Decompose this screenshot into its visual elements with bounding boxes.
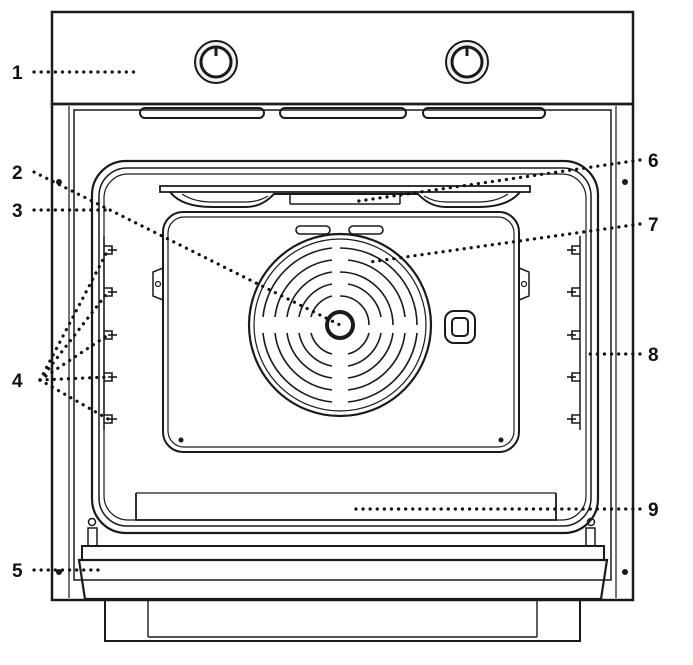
callout-2: 2 [12,163,23,184]
grill-coil-inner [181,193,269,203]
rear-panel-frame [162,211,520,453]
leader-line-4e [38,378,110,421]
leader-line-7 [368,222,642,264]
callout-8: 8 [648,345,659,366]
door-hinge-left [87,527,98,547]
rear-panel-tab-left [152,267,164,301]
knob-right [445,40,489,84]
fan-grille [262,247,418,403]
control-panel [50,10,635,106]
leader-lines [32,70,642,572]
door-top-strip [81,545,605,561]
oven-inner-frame [73,109,612,581]
leader-line-6 [350,158,642,204]
leader-line-4d [38,375,110,382]
shelf-supports-right [567,236,581,430]
rear-panel [152,211,530,453]
hinge-pin [87,517,97,527]
bottom-heating-element [135,492,557,521]
panel-screw [178,437,184,443]
leader-line-2 [32,170,342,327]
rack-hooks-left [104,245,117,424]
door-frame [77,558,609,601]
screw [622,569,628,575]
tab-hole [154,280,162,288]
panel-screw [498,437,504,443]
bottom-plate [135,493,557,521]
vent-slot [422,107,546,119]
fan-guard [247,232,433,418]
leader-line-4a [38,248,110,382]
oven-door [77,517,609,642]
callout-6: 6 [648,151,659,172]
callout-7: 7 [648,215,659,236]
rear-panel-inner [167,216,515,448]
air-slot [295,225,331,235]
callout-4: 4 [12,371,23,392]
fan-guard-ring [253,238,427,412]
knob-left [194,40,238,84]
grill-coil [169,191,521,208]
leader-line-4b [38,290,110,382]
control-panel-frame [50,10,635,106]
grill-heating-element [159,185,531,208]
screw [622,179,628,185]
vent-slot [139,107,265,119]
rack-hooks-right [567,245,580,424]
screw [56,569,62,575]
callout-3: 3 [12,201,23,222]
grill-coil-inner [423,193,509,203]
shelf-supports-left [103,236,117,430]
callout-1: 1 [12,63,23,84]
vent-slot [279,107,407,119]
screw [56,179,62,185]
tab-hole [520,280,528,288]
callout-9: 9 [648,500,659,521]
callout-numbers: 1 2 3 4 5 6 7 8 9 [12,63,659,582]
leader-line-4c [38,333,110,382]
callout-5: 5 [12,561,23,582]
lamp-lens [451,317,469,337]
door-hinge-right [585,527,596,547]
oven-lamp [444,310,476,344]
vent-slots [139,107,546,119]
rear-panel-tab-right [518,267,530,301]
air-slot [348,225,384,235]
door-lower [104,599,581,642]
hinge-pin [586,517,596,527]
grill-bar [159,185,531,193]
cavity-seal [98,167,592,527]
cavity-outer [90,159,600,535]
lamp-icon [444,310,476,344]
fan-icon [247,232,433,418]
